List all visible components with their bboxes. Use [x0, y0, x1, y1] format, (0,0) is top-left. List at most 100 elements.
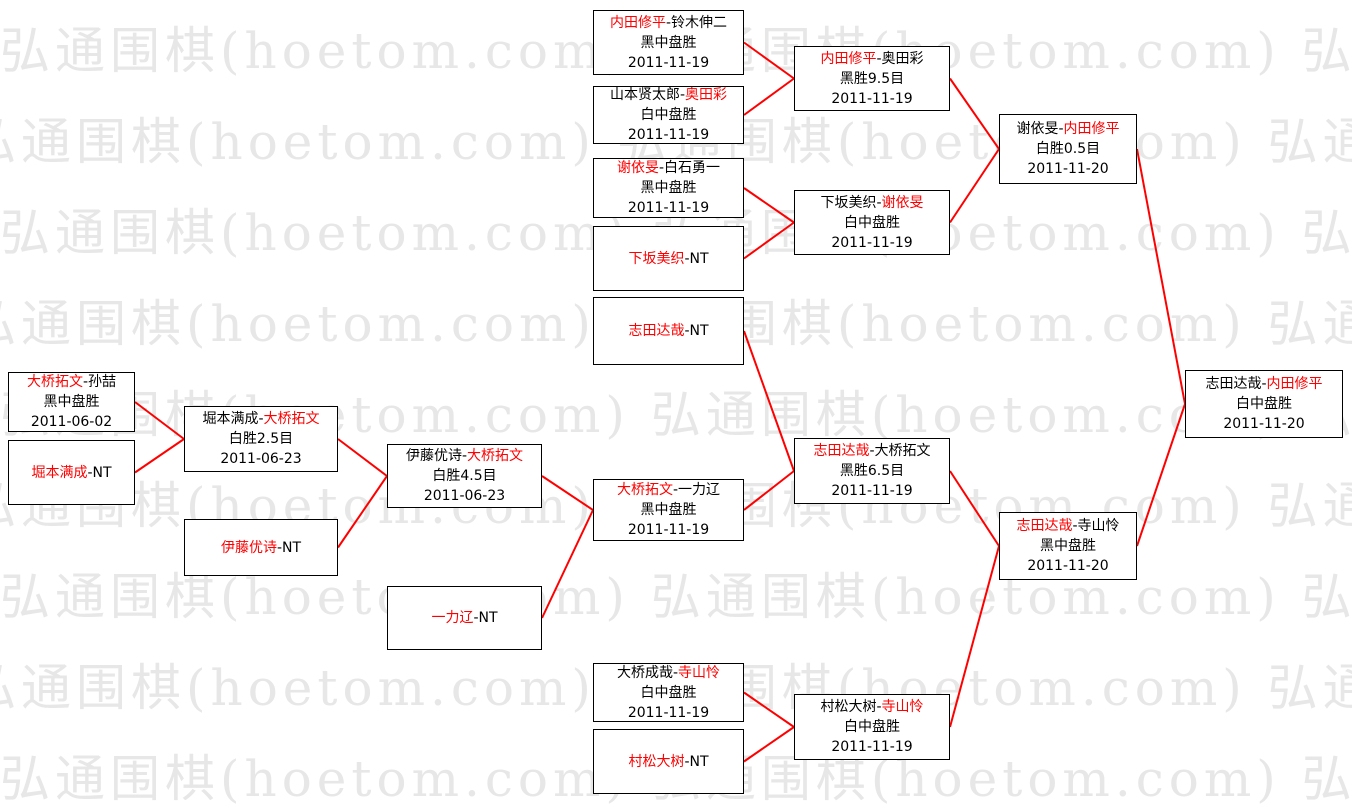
match-date: 2011-11-19	[831, 739, 913, 755]
bracket-connector	[743, 691, 795, 728]
bracket-connector	[743, 470, 795, 511]
match-players: 内田修平-铃木伸二	[610, 13, 727, 33]
match-result: 白中盘胜	[640, 684, 697, 701]
match-box[interactable]: 山本贤太郎-奥田彩白中盘胜 2011-11-19	[593, 86, 744, 144]
winner-name: 内田修平	[1063, 121, 1120, 137]
player-name: -NT	[684, 753, 709, 770]
match-box[interactable]: 下坂美织-NT	[593, 226, 744, 291]
player-name: -寺山怜	[1072, 518, 1120, 534]
match-players: 下坂美织-NT	[628, 249, 708, 269]
match-date: 2011-11-19	[627, 704, 710, 721]
match-box[interactable]: 谢依旻-白石勇一黑中盘胜 2011-11-19	[593, 158, 744, 218]
player-name: 谢依旻-	[1016, 121, 1064, 137]
winner-name: 下坂美织	[628, 250, 685, 267]
winner-name: 谢依旻	[881, 194, 924, 211]
player-name: -铃木伸二	[665, 14, 728, 31]
match-players: 谢依旻-白石勇一	[617, 158, 720, 178]
match-players: 堀本满成-NT	[31, 463, 111, 483]
player-name: -NT	[684, 323, 709, 339]
match-result: 黑中盘胜	[640, 502, 697, 518]
match-result: 白胜4.5目	[432, 468, 497, 484]
player-name: 大桥成哉-	[616, 664, 679, 681]
player-name: -NT	[473, 610, 498, 626]
bracket-connector	[743, 221, 795, 260]
winner-name: 内田修平	[609, 14, 666, 31]
match-result: 白中盘胜	[1236, 396, 1292, 412]
player-name: 山本贤太郎-	[609, 87, 686, 103]
match-date: 2011-06-23	[220, 451, 302, 467]
player-name: -NT	[276, 539, 302, 556]
player-name: -NT	[684, 250, 709, 267]
match-players: 堀本满成-大桥拓文	[202, 409, 319, 429]
match-date: 2011-11-19	[627, 200, 710, 216]
match-box[interactable]: 大桥拓文-孙喆黑中盘胜 2011-06-02	[8, 372, 135, 432]
match-box[interactable]: 伊藤优诗-NT	[184, 519, 338, 576]
match-box[interactable]: 大桥成哉-寺山怜白中盘胜 2011-11-19	[593, 663, 744, 722]
match-result: 黑中盘胜	[43, 394, 100, 410]
match-result: 白中盘胜	[640, 107, 697, 123]
match-box[interactable]: 志田达哉-NT	[593, 297, 744, 365]
bracket-connector	[743, 77, 795, 116]
match-players: 志田达哉-内田修平	[1205, 374, 1322, 394]
match-box[interactable]: 堀本满成-NT	[8, 440, 135, 505]
bracket-connector	[1136, 148, 1186, 405]
match-box[interactable]: 村松大树-NT	[593, 729, 744, 794]
winner-name: 志田达哉	[628, 323, 685, 339]
winner-name: 大桥拓文	[26, 374, 83, 390]
match-players: 下坂美织-谢依旻	[820, 193, 923, 213]
winner-name: 堀本满成	[31, 464, 88, 481]
match-date: 2011-06-02	[30, 414, 113, 430]
bracket-connector	[743, 187, 795, 224]
player-name: -大桥拓文	[869, 443, 931, 459]
match-date: 2011-11-19	[627, 127, 710, 143]
match-result: 黑胜6.5目	[839, 463, 905, 479]
match-players: 大桥拓文-孙喆	[27, 372, 116, 392]
player-name: 伊藤优诗-	[405, 448, 468, 464]
match-date: 2011-06-23	[423, 488, 506, 504]
bracket-connector	[337, 475, 388, 549]
match-result: 黑中盘胜	[640, 180, 697, 196]
bracket-connector	[949, 545, 1000, 728]
match-date: 2011-11-19	[831, 90, 913, 107]
player-name: 下坂美织-	[820, 194, 882, 211]
match-players: 志田达哉-大桥拓文	[813, 441, 930, 461]
match-date: 2011-11-20	[1027, 161, 1109, 177]
winner-name: 大桥拓文	[467, 448, 524, 464]
player-name: 志田达哉-	[1205, 376, 1267, 392]
match-box[interactable]: 堀本满成-大桥拓文白胜2.5目 2011-06-23	[184, 406, 338, 472]
player-name: -一力辽	[672, 482, 721, 498]
match-date: 2011-11-20	[1027, 558, 1109, 574]
match-players: 谢依旻-内田修平	[1016, 119, 1119, 139]
match-box[interactable]: 一力辽-NT	[387, 586, 542, 650]
bracket-connector	[337, 438, 388, 477]
match-result: 黑胜9.5目	[839, 70, 905, 87]
match-players: 志田达哉-NT	[628, 321, 708, 341]
bracket-connector	[541, 509, 594, 619]
match-date: 2011-11-19	[627, 54, 710, 71]
bracket-connector	[949, 470, 1000, 547]
match-date: 2011-11-19	[831, 483, 913, 499]
player-name: 堀本满成-	[202, 411, 264, 427]
bracket-connector	[134, 401, 185, 440]
winner-name: 村松大树	[628, 753, 685, 770]
match-players: 山本贤太郎-奥田彩	[610, 85, 727, 105]
match-players: 大桥成哉-寺山怜	[617, 663, 720, 683]
match-players: 村松大树-NT	[628, 752, 708, 772]
bracket-connector	[541, 475, 594, 511]
match-box[interactable]: 志田达哉-大桥拓文黑胜6.5目 2011-11-19	[794, 438, 950, 504]
match-box[interactable]: 伊藤优诗-大桥拓文白胜4.5目 2011-06-23	[387, 444, 542, 508]
match-date: 2011-11-19	[627, 522, 710, 538]
winner-name: 伊藤优诗	[220, 539, 277, 556]
match-result: 白胜2.5目	[228, 431, 294, 447]
